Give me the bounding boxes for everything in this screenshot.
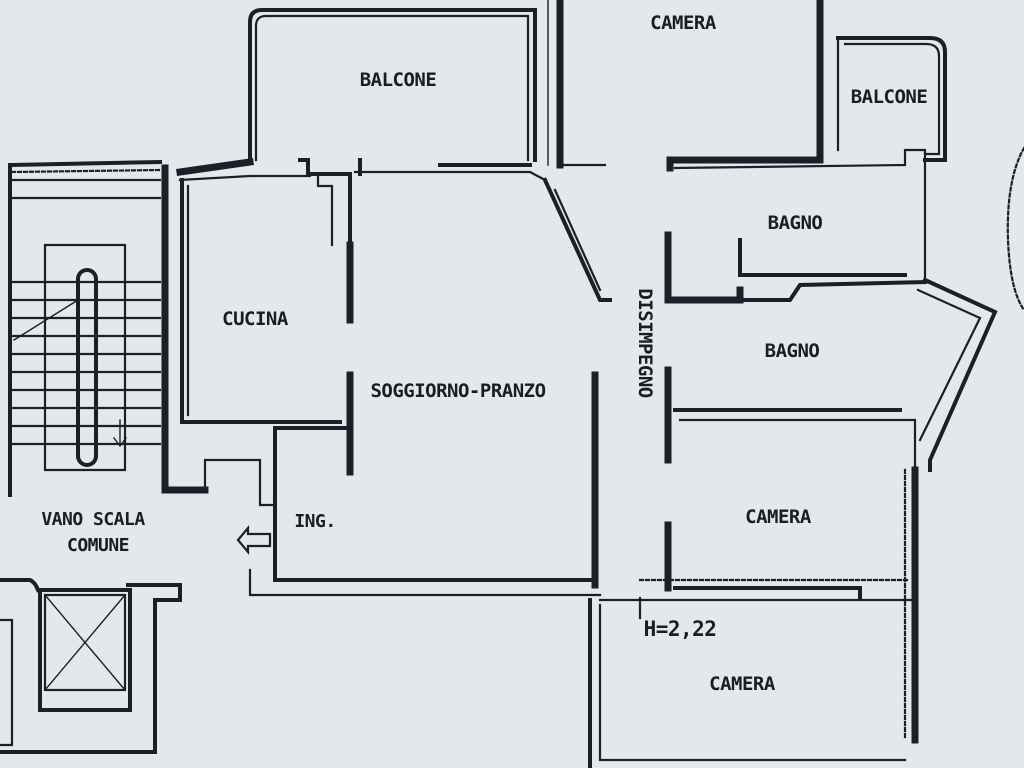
right-edge-arc bbox=[1006, 146, 1024, 312]
room-label-vano-scala-1: VANO SCALA bbox=[41, 509, 145, 530]
room-label-camera-top: CAMERA bbox=[650, 12, 717, 34]
balcone-top-walls bbox=[248, 8, 537, 162]
room-label-camera-bottom: CAMERA bbox=[709, 673, 776, 695]
soggiorno-walls bbox=[203, 177, 612, 597]
camera-bottom-walls bbox=[588, 596, 917, 768]
room-label-ingresso: ING. bbox=[294, 511, 335, 532]
balcone-right-walls bbox=[836, 36, 947, 162]
room-label-soggiorno: SOGGIORNO-PRANZO bbox=[370, 380, 545, 402]
room-label-cucina: CUCINA bbox=[222, 308, 289, 330]
lift-shaft bbox=[0, 578, 182, 754]
camera-top-walls bbox=[547, 0, 824, 172]
entrance-arrow-icon bbox=[236, 524, 272, 556]
room-label-balcone-top: BALCONE bbox=[360, 69, 437, 91]
room-label-camera-mid: CAMERA bbox=[745, 506, 812, 528]
room-label-balcone-right: BALCONE bbox=[851, 86, 928, 108]
ceiling-height-note: H=2,22 bbox=[644, 617, 717, 641]
stair-hall bbox=[8, 159, 163, 497]
room-label-disimpegno: DISIMPEGNO bbox=[634, 288, 656, 397]
cucina-walls bbox=[180, 174, 354, 424]
top-exterior-wall bbox=[161, 158, 547, 494]
room-label-bagno-2: BAGNO bbox=[765, 340, 820, 362]
right-block-walls bbox=[638, 148, 998, 744]
room-label-bagno-1: BAGNO bbox=[768, 212, 823, 234]
room-label-vano-scala-2: COMUNE bbox=[67, 535, 129, 556]
